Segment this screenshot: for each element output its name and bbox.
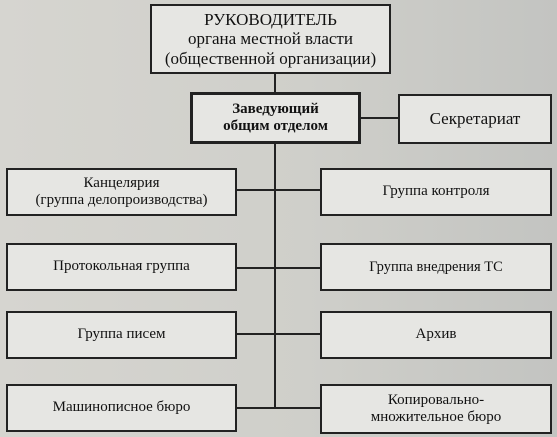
left-box-2-label: Протокольная группа — [53, 258, 190, 275]
left-box-3: Группа писем — [6, 311, 237, 359]
left-box-1: Канцелярия (группа делопроизводства) — [6, 168, 237, 216]
right-box-4-label: Копировально- множительное бюро — [370, 391, 502, 425]
right-box-1: Группа контроля — [320, 168, 552, 216]
right-box-3-label: Архив — [415, 326, 457, 343]
secretariat-box: Секретариат — [398, 94, 552, 144]
manager-box: Заведующий общим отделом — [190, 92, 361, 144]
left-box-3-label: Группа писем — [77, 326, 166, 343]
secretariat-label: Секретариат — [429, 109, 521, 129]
head-box: РУКОВОДИТЕЛЬ органа местной власти (обще… — [150, 4, 391, 74]
left-box-2: Протокольная группа — [6, 243, 237, 291]
right-box-1-label: Группа контроля — [382, 183, 490, 200]
left-box-1-label: Канцелярия (группа делопроизводства) — [35, 174, 208, 208]
right-box-4: Копировально- множительное бюро — [320, 384, 552, 434]
left-box-4: Машинописное бюро — [6, 384, 237, 432]
head-label: РУКОВОДИТЕЛЬ органа местной власти (обще… — [164, 9, 377, 68]
right-box-2: Группа внедрения ТС — [320, 243, 552, 291]
right-box-2-label: Группа внедрения ТС — [369, 258, 503, 275]
right-box-3: Архив — [320, 311, 552, 359]
left-box-4-label: Машинописное бюро — [52, 399, 191, 416]
manager-label: Заведующий общим отделом — [223, 100, 328, 134]
